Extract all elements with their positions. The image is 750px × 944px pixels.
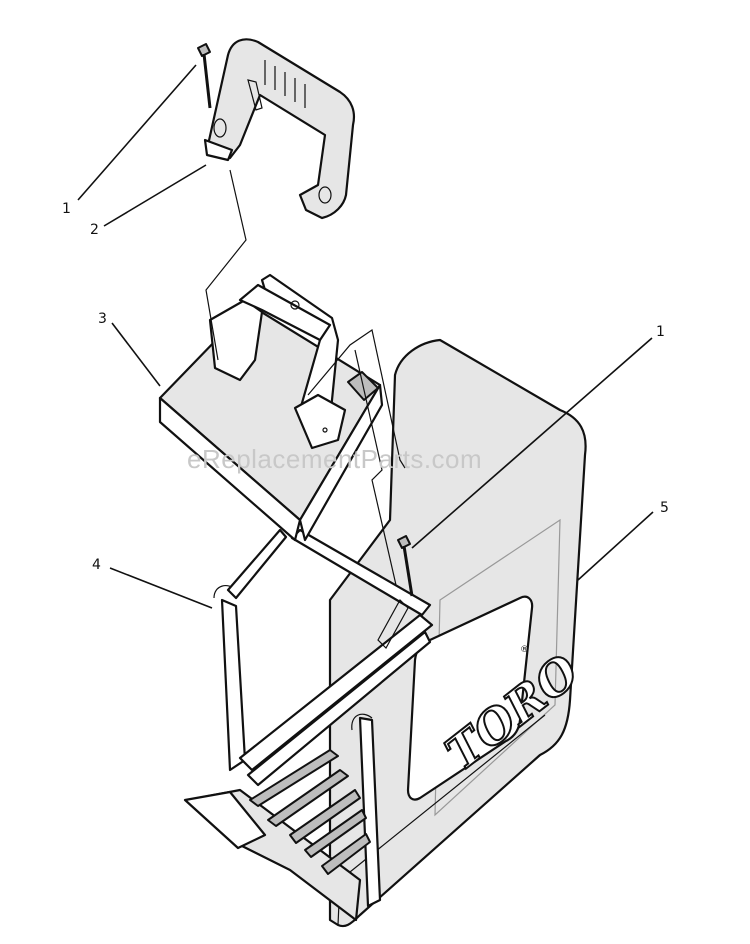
watermark-text: eReplacementParts.com bbox=[187, 444, 482, 474]
callout-5: 5 bbox=[660, 500, 669, 516]
top-plate-part-3 bbox=[158, 273, 384, 542]
handle-part-2 bbox=[203, 38, 356, 220]
callout-3: 3 bbox=[98, 311, 107, 327]
callout-1-top: 1 bbox=[62, 201, 71, 217]
callout-4: 4 bbox=[92, 557, 101, 573]
screw-part-1-top bbox=[197, 43, 212, 109]
frame-part-4 bbox=[183, 528, 434, 922]
assembly-lines bbox=[205, 169, 406, 586]
callout-leaders bbox=[77, 64, 654, 609]
callout-1-right: 1 bbox=[656, 324, 665, 340]
screw-part-1-right bbox=[397, 535, 414, 597]
callout-2: 2 bbox=[90, 222, 99, 238]
brand-registered-mark: ® bbox=[520, 645, 529, 655]
callout-labels: 1 2 3 1 4 5 bbox=[62, 201, 669, 573]
